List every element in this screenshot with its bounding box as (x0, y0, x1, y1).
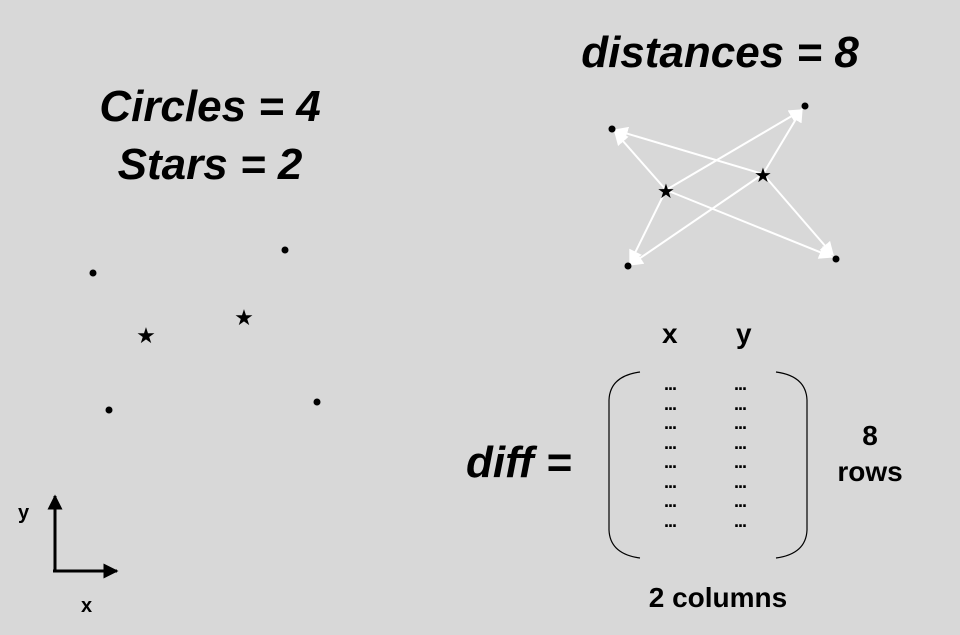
circle-point (801, 102, 809, 110)
column-header-y: y (736, 318, 752, 349)
matrix-cell: ... (734, 510, 747, 531)
axis-x-label: x (81, 595, 93, 617)
row-count-label: 8 rows (830, 418, 910, 490)
matrix-cell: ... (734, 452, 747, 472)
circle-point (313, 398, 321, 406)
matrix-left-bracket (608, 371, 641, 559)
point-counts: Circles = 4 Stars = 2 (70, 78, 350, 194)
distance-arrow (629, 189, 667, 265)
distances-title: distances = 8 (581, 28, 859, 77)
distance-arrow (665, 109, 804, 191)
matrix-cell: ... (664, 432, 677, 453)
matrix-right-bracket (775, 371, 808, 559)
matrix-cell: ... (734, 491, 747, 511)
star-point: ★ (657, 179, 675, 203)
columns-label: 2 columns (648, 582, 788, 613)
row-count: 8 (862, 420, 878, 451)
circle-point (832, 255, 840, 263)
matrix-cell: ... (664, 374, 677, 394)
axis-y-label: y (18, 502, 30, 524)
matrix-cell: ... (734, 393, 747, 414)
distance-arrow (614, 130, 667, 191)
distance-arrows (613, 107, 834, 266)
star-point: ★ (754, 163, 772, 187)
matrix-cell: ... (664, 452, 677, 472)
row-unit: rows (837, 456, 903, 487)
star-point: ★ (234, 306, 254, 331)
star-point: ★ (136, 324, 156, 349)
distance-arrow (762, 173, 834, 257)
distance-arrow (665, 189, 834, 259)
matrix-cell: ... (664, 393, 677, 414)
distance-arrow (628, 173, 764, 266)
matrix-cell: ... (734, 432, 747, 453)
matrix-cell: ... (664, 491, 677, 511)
matrix-cell: ... (734, 374, 747, 394)
circle-point (281, 246, 289, 254)
circle-point (105, 406, 113, 414)
matrix-cell: ... (734, 471, 747, 492)
circle-point (624, 262, 632, 270)
circle-point (89, 269, 97, 277)
matrix-cell: ... (664, 471, 677, 492)
circle-point (608, 125, 616, 133)
matrix-cell: ... (734, 413, 747, 433)
distance-arrow (762, 107, 803, 175)
stars-count: Stars = 2 (117, 140, 303, 189)
column-header-x: x (662, 318, 678, 349)
distance-arrow (613, 126, 764, 175)
diff-label: diff = (466, 438, 572, 487)
matrix-cell: ... (664, 510, 677, 531)
matrix-cell: ... (664, 413, 677, 433)
circles-count: Circles = 4 (99, 82, 321, 131)
